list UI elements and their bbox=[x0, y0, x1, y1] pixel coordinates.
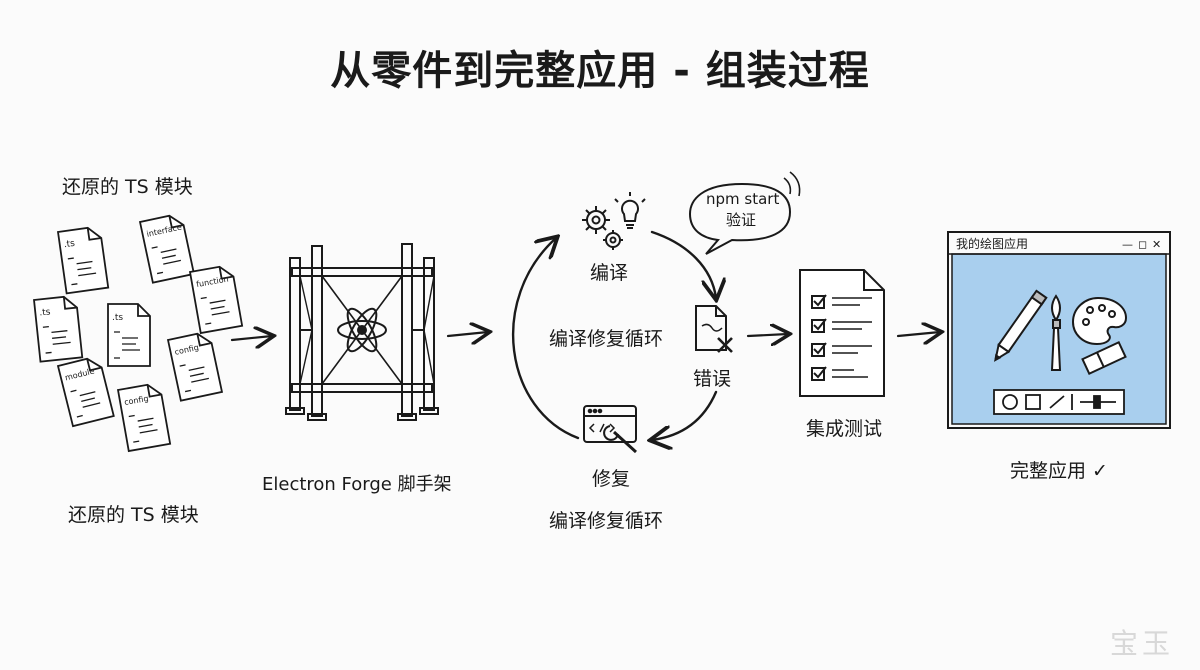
eraser-icon bbox=[1081, 340, 1127, 376]
watermark: 宝玉 bbox=[1110, 627, 1175, 660]
app-window-title: 我的绘图应用 bbox=[956, 236, 1028, 251]
cycle-arrow-compile-to-error bbox=[650, 230, 716, 298]
scaffold-label: Electron Forge 脚手架 bbox=[262, 474, 452, 495]
ts-file-label: config bbox=[124, 394, 150, 407]
ts-file-label: .ts bbox=[63, 239, 76, 250]
integration-test-label: 集成测试 bbox=[806, 418, 883, 440]
arrow-integration-to-app bbox=[896, 332, 940, 336]
ts-file-label: .ts bbox=[112, 313, 123, 323]
page-title: 从零件到完整应用 - 组装过程 bbox=[330, 48, 870, 94]
line-tool-icon[interactable] bbox=[1049, 395, 1065, 409]
close-button[interactable]: ✕ bbox=[1152, 238, 1161, 251]
palette-icon bbox=[1071, 296, 1128, 346]
ts-file-icon: config bbox=[116, 383, 172, 453]
arrow-modules-to-scaffold bbox=[230, 336, 272, 340]
maximize-button[interactable]: ◻ bbox=[1138, 238, 1147, 251]
checklist-document-icon bbox=[799, 269, 885, 397]
modules-label-bottom: 还原的 TS 模块 bbox=[68, 504, 199, 526]
cycle-arrow-left bbox=[512, 238, 580, 440]
circle-tool-icon[interactable] bbox=[1002, 394, 1018, 410]
ts-file-icon: interface bbox=[138, 214, 196, 284]
ts-file-icon: config bbox=[166, 332, 224, 402]
complete-app-label: 完整应用 ✓ bbox=[1010, 460, 1108, 482]
npm-start-speech-bubble bbox=[688, 182, 792, 255]
app-toolbar bbox=[993, 389, 1125, 415]
ts-file-icon: .ts bbox=[33, 295, 84, 363]
sound-waves-icon bbox=[783, 171, 801, 197]
arrow-cycle-to-integration bbox=[746, 334, 788, 336]
ts-file-icon: module bbox=[56, 357, 115, 428]
square-tool-icon[interactable] bbox=[1025, 394, 1041, 410]
cycle-label-center: 编译修复循环 bbox=[549, 328, 664, 350]
modules-label-top: 还原的 TS 模块 bbox=[62, 176, 193, 198]
gears-lightbulb-icon bbox=[582, 192, 646, 250]
error-document-icon bbox=[695, 305, 733, 353]
fix-label: 修复 bbox=[592, 468, 631, 490]
ts-file-label: .ts bbox=[39, 307, 51, 318]
minimize-button[interactable]: — bbox=[1122, 238, 1133, 251]
cycle-label-bottom: 编译修复循环 bbox=[549, 510, 664, 532]
error-label: 错误 bbox=[693, 368, 732, 390]
electron-forge-scaffold-icon bbox=[285, 243, 439, 421]
cycle-arrow-error-to-fix bbox=[652, 390, 718, 440]
code-wrench-icon bbox=[583, 405, 638, 454]
ts-file-icon: .ts bbox=[56, 226, 110, 295]
compile-label: 编译 bbox=[590, 262, 629, 284]
paintbrush-icon bbox=[1050, 294, 1062, 371]
arrow-scaffold-to-cycle bbox=[446, 332, 488, 336]
bubble-text-verify: 验证 bbox=[726, 211, 757, 229]
bubble-text-npm-start: npm start bbox=[706, 190, 780, 208]
pencil-icon bbox=[994, 289, 1048, 362]
ts-file-icon: .ts bbox=[107, 303, 151, 367]
ts-file-icon: function bbox=[188, 265, 244, 335]
